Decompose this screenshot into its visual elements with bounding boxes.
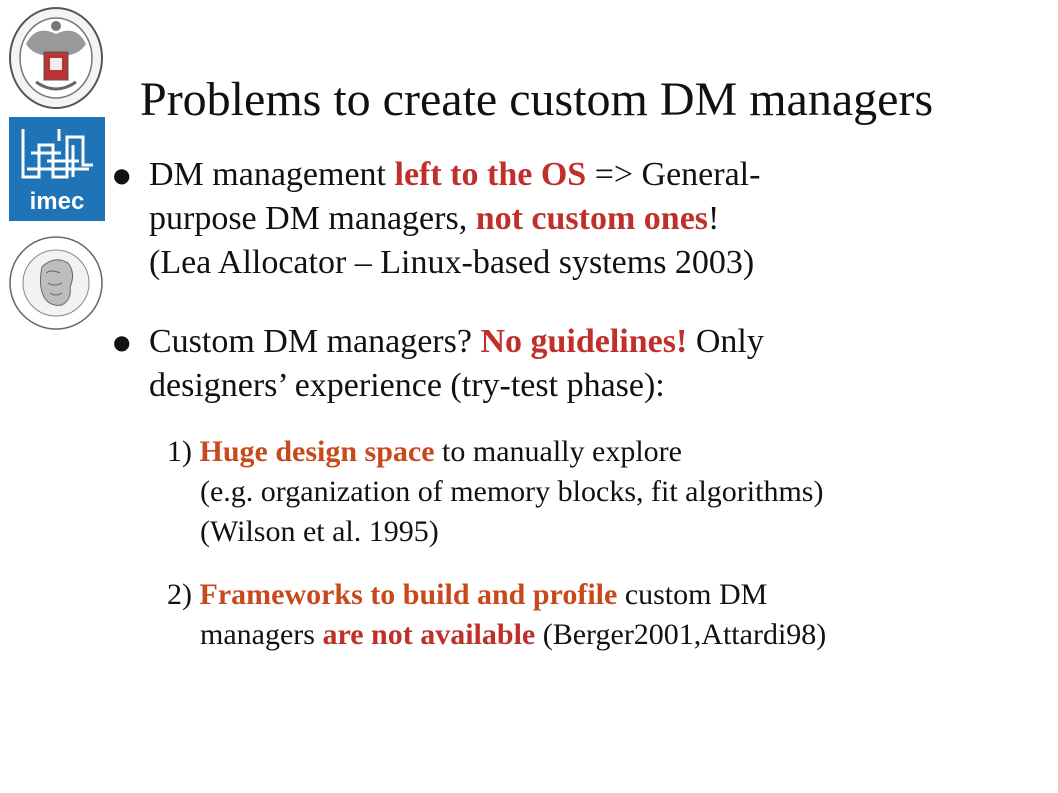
- sub-number: 1): [167, 435, 200, 468]
- imec-wordmark: imec: [30, 188, 85, 215]
- imec-logo: imec: [9, 117, 105, 221]
- highlight-text: Frameworks to build and profile: [199, 578, 618, 611]
- bullet-text: purpose DM managers,: [149, 200, 476, 237]
- bullet-text: Only: [687, 323, 764, 360]
- complutense-seal-logo: [9, 7, 103, 109]
- sub-line: managers are not available (Berger2001,A…: [167, 615, 1047, 655]
- sub-line: 1) Huge design space to manually explore: [167, 432, 1047, 472]
- highlight-text: Huge design space: [199, 435, 435, 468]
- sub-line: 2) Frameworks to build and profile custo…: [167, 575, 1047, 615]
- sub-item-design-space: 1) Huge design space to manually explore…: [167, 432, 1047, 552]
- sub-text: managers: [200, 618, 323, 651]
- bullet-text: => General-: [586, 156, 761, 193]
- bullet-text: Custom DM managers?: [149, 323, 481, 360]
- sub-line: (e.g. organization of memory blocks, fit…: [200, 475, 824, 508]
- highlight-text: left to the OS: [394, 156, 587, 193]
- bullet-line: DM management left to the OS => General-: [113, 153, 1043, 197]
- bullet-text: !: [708, 200, 720, 237]
- bullet-text: DM management: [149, 156, 395, 193]
- bullet-custom-managers: ● Custom DM managers? No guidelines! Onl…: [113, 320, 1043, 408]
- bullet-line: designers’ experience (try-test phase):: [149, 367, 665, 404]
- sub-item-frameworks: 2) Frameworks to build and profile custo…: [167, 575, 1047, 655]
- bullet-dot-icon: ●: [113, 163, 131, 187]
- bullet-line: Custom DM managers? No guidelines! Only: [113, 320, 1043, 364]
- bullet-dot-icon: ●: [113, 330, 131, 354]
- highlight-text: not custom ones: [475, 200, 709, 237]
- sub-text: custom DM: [617, 578, 768, 611]
- bullet-os-management: ● DM management left to the OS => Genera…: [113, 153, 1043, 285]
- slide-title: Problems to create custom DM managers: [140, 73, 934, 126]
- sub-line: (Wilson et al. 1995): [200, 515, 439, 548]
- bullet-line: purpose DM managers, not custom ones!: [113, 197, 1043, 241]
- highlight-text: are not available: [322, 618, 536, 651]
- highlight-text: No guidelines!: [480, 323, 688, 360]
- bullet-line: (Lea Allocator – Linux-based systems 200…: [149, 244, 755, 281]
- sub-text: to manually explore: [434, 435, 682, 468]
- democritus-university-seal-logo: [9, 236, 103, 330]
- sub-text: (Berger2001,Attardi98): [535, 618, 827, 651]
- sub-number: 2): [167, 578, 200, 611]
